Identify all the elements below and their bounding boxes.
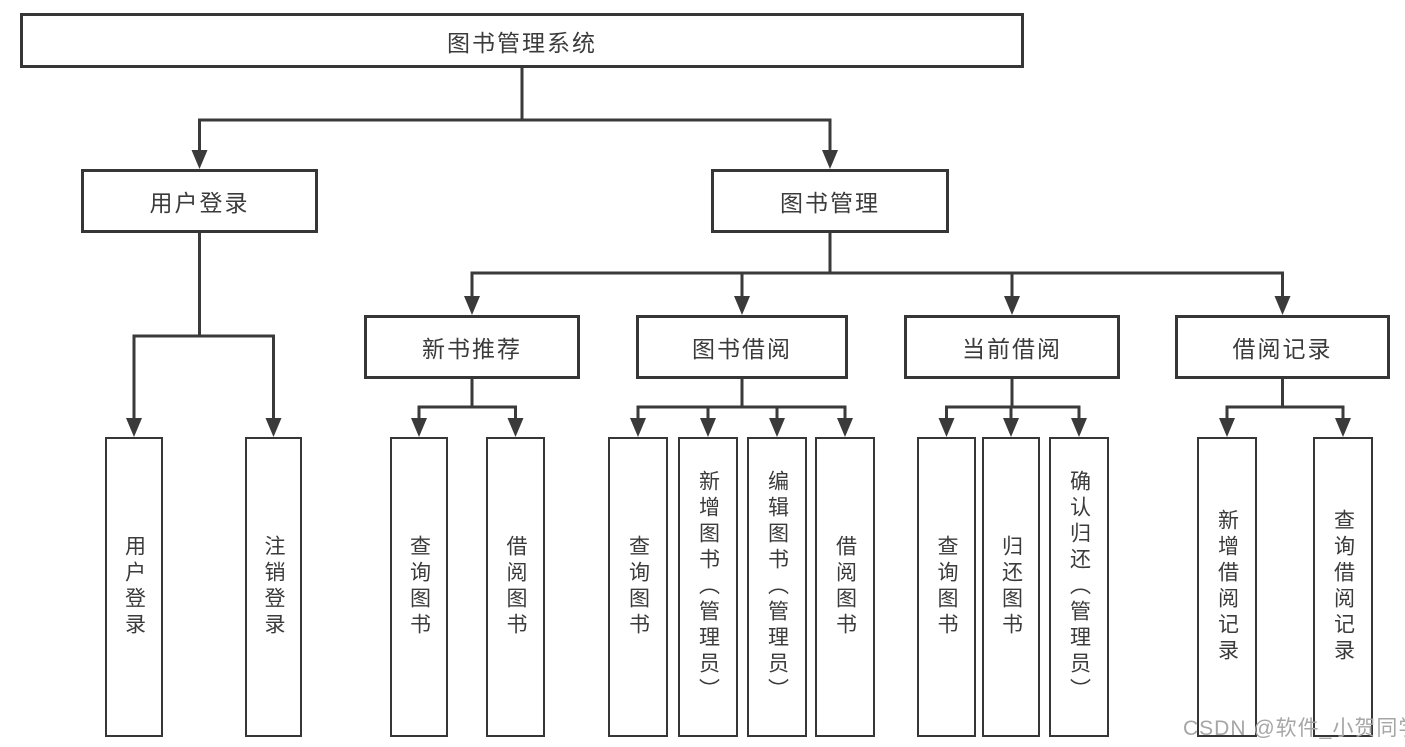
leaf-return-books: 归还图书 (982, 437, 1040, 737)
node-book-borrowing: 图书借阅 (636, 315, 848, 379)
node-label: 借阅图书 (833, 535, 857, 639)
leaf-query-books-borrowing: 查询图书 (608, 437, 668, 737)
node-label: 查询图书 (626, 535, 650, 639)
leaf-add-book-admin: 新增图书（管理员） (678, 437, 738, 737)
node-label: 用户登录 (122, 535, 146, 639)
node-label: 确认归还（管理员） (1067, 470, 1091, 704)
node-label: 查询图书 (935, 535, 959, 639)
leaf-user-login: 用户登录 (105, 437, 163, 737)
node-label: 图书管理系统 (447, 29, 597, 56)
watermark: CSDN @软件_小贺同学 (1183, 717, 1405, 740)
leaf-query-books-current: 查询图书 (917, 437, 976, 737)
node-current-borrowing: 当前借阅 (904, 315, 1120, 379)
leaf-query-books-recommend: 查询图书 (390, 437, 448, 737)
node-book-management: 图书管理 (711, 169, 949, 233)
node-label: 编辑图书（管理员） (765, 470, 789, 704)
leaf-logout-login: 注销登录 (245, 437, 302, 737)
leaf-query-borrow-record: 查询借阅记录 (1313, 437, 1373, 737)
node-label: 图书管理 (780, 190, 880, 216)
node-label: 图书借阅 (692, 336, 792, 362)
node-label: 查询图书 (407, 535, 431, 639)
leaf-edit-book-admin: 编辑图书（管理员） (747, 437, 807, 737)
node-user-login: 用户登录 (81, 169, 318, 233)
leaf-confirm-return-admin: 确认归还（管理员） (1049, 437, 1109, 737)
node-label: 借阅图书 (504, 535, 528, 639)
node-label: 归还图书 (999, 535, 1023, 639)
node-label: 新增图书（管理员） (696, 470, 720, 704)
leaf-add-borrow-record: 新增借阅记录 (1197, 437, 1257, 737)
leaf-borrow-books: 借阅图书 (815, 437, 875, 737)
node-label: 借阅记录 (1232, 336, 1333, 362)
node-label: 当前借阅 (962, 336, 1062, 362)
node-label: 用户登录 (149, 190, 250, 216)
node-label: 新书推荐 (422, 336, 522, 362)
leaf-borrow-books-recommend: 借阅图书 (486, 437, 545, 737)
node-label: 查询借阅记录 (1331, 509, 1355, 665)
arrowheads (126, 150, 1351, 437)
node-label: 新增借阅记录 (1215, 509, 1239, 665)
node-borrowing-records: 借阅记录 (1175, 315, 1390, 379)
node-label: 注销登录 (262, 535, 286, 639)
node-library-system: 图书管理系统 (20, 13, 1024, 68)
node-new-book-recommend: 新书推荐 (364, 315, 580, 379)
